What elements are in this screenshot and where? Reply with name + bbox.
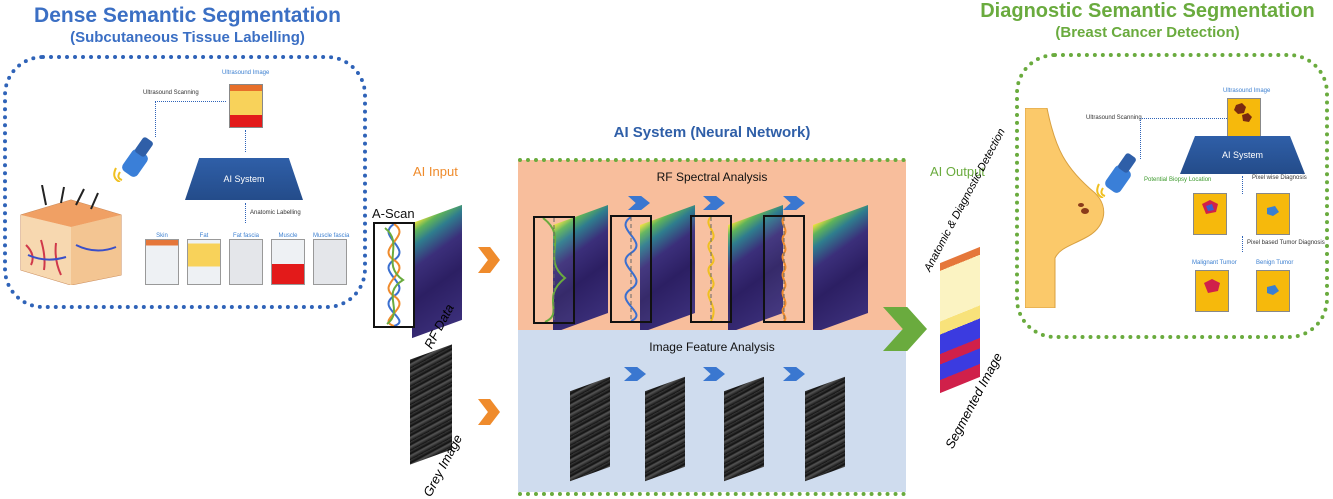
image-layer-3 bbox=[724, 376, 764, 482]
right-dashed-frame bbox=[1015, 53, 1329, 339]
breast-illustration bbox=[1024, 107, 1110, 309]
potential-biopsy-label: Potential Biopsy Location bbox=[1144, 177, 1212, 183]
ultrasound-probe-icon bbox=[112, 132, 162, 183]
rf-flow-arrow-1 bbox=[628, 196, 650, 210]
right-ultrasound-image-label: Ultrasound Image bbox=[1223, 88, 1271, 94]
rf-wave-box-1 bbox=[533, 216, 575, 324]
pixel-based-label: Pixel based Tumor Diagnosis bbox=[1247, 240, 1325, 246]
left-ultrasound-scanning-label: Ultrasound Scanning bbox=[143, 90, 199, 96]
malignant-image bbox=[1195, 270, 1229, 312]
left-dashed-frame bbox=[3, 55, 367, 309]
right-ultrasound-image bbox=[1227, 98, 1261, 142]
right-probe-icon bbox=[1095, 148, 1145, 199]
label-card-muscle-fascia: Muscle fascia bbox=[313, 233, 350, 285]
right-ultrasound-scanning-label: Ultrasound Scanning bbox=[1086, 115, 1142, 121]
label-card-muscle-fascia-text: Muscle fascia bbox=[313, 233, 350, 239]
pixel-wise-image bbox=[1256, 193, 1290, 235]
skin-tissue-illustration bbox=[16, 184, 126, 286]
right-arrow-down-2 bbox=[1242, 176, 1243, 194]
left-arrow-down-1 bbox=[245, 130, 246, 152]
label-card-fat-image bbox=[187, 239, 221, 285]
image-flow-arrow-1 bbox=[624, 367, 646, 381]
segmented-image bbox=[940, 246, 980, 394]
right-title: Diagnostic Semantic Segmentation bbox=[980, 0, 1315, 22]
left-ultrasound-image bbox=[229, 84, 263, 128]
detection-label: Anatomic & Diagnostic Detection bbox=[922, 126, 1008, 274]
right-subtitle: (Breast Cancer Detection) bbox=[1055, 24, 1240, 41]
image-panel-title: Image Feature Analysis bbox=[649, 340, 775, 354]
rf-wave-box-3 bbox=[690, 215, 732, 323]
scan-path-arrow bbox=[155, 101, 226, 137]
left-ai-system: AI System bbox=[185, 158, 303, 200]
left-ultrasound-image-label: Ultrasound Image bbox=[222, 70, 270, 76]
label-card-muscle: Muscle bbox=[271, 233, 305, 285]
label-card-fat-fascia-text: Fat fascia bbox=[232, 233, 259, 239]
benign-label: Benign Tumor bbox=[1256, 260, 1294, 266]
left-subtitle: (Subcutaneous Tissue Labelling) bbox=[70, 29, 305, 46]
rf-layer-4 bbox=[813, 204, 868, 334]
label-card-muscle-text: Muscle bbox=[278, 233, 298, 239]
bottom-dotted-line bbox=[518, 492, 906, 496]
rf-flow-arrow-3 bbox=[783, 196, 805, 210]
ai-output-label: AI Output bbox=[930, 164, 985, 179]
a-scan-waveform bbox=[373, 222, 415, 328]
left-arrow-down-2 bbox=[245, 203, 246, 223]
label-card-muscle-fascia-image bbox=[313, 239, 347, 285]
right-scan-path-arrow bbox=[1140, 118, 1227, 159]
anatomic-labelling-label: Anatomic Labelling bbox=[250, 210, 301, 216]
label-card-skin-text: Skin bbox=[156, 233, 168, 239]
label-card-fat-fascia: Fat fascia bbox=[229, 233, 263, 285]
image-layer-2 bbox=[645, 376, 685, 482]
image-layer-4 bbox=[805, 376, 845, 482]
ai-input-label: AI Input bbox=[413, 164, 458, 179]
pixel-wise-label: Pixel wise Diagnosis bbox=[1252, 175, 1307, 181]
label-card-muscle-image bbox=[271, 239, 305, 285]
right-ai-system: AI System bbox=[1180, 136, 1305, 174]
benign-image bbox=[1256, 270, 1290, 312]
image-flow-arrow-2 bbox=[703, 367, 725, 381]
a-scan-label: A-Scan bbox=[372, 206, 415, 221]
label-card-skin: Skin bbox=[145, 233, 179, 285]
image-layer-1 bbox=[570, 376, 610, 482]
image-flow-arrow-3 bbox=[783, 367, 805, 381]
label-card-skin-image bbox=[145, 239, 179, 285]
center-title: AI System (Neural Network) bbox=[613, 124, 811, 141]
rf-flow-arrow-2 bbox=[703, 196, 725, 210]
left-title: Dense Semantic Segmentation bbox=[34, 4, 341, 27]
grey-input-arrow-icon bbox=[478, 399, 500, 425]
label-card-fat: Fat bbox=[187, 233, 221, 285]
right-arrow-down-3 bbox=[1242, 236, 1243, 252]
label-card-fat-fascia-image bbox=[229, 239, 263, 285]
rf-wave-box-4 bbox=[763, 215, 805, 323]
top-dotted-line bbox=[518, 158, 906, 162]
rf-panel-title: RF Spectral Analysis bbox=[656, 170, 768, 184]
rf-wave-box-2 bbox=[610, 215, 652, 323]
rf-input-arrow-icon bbox=[478, 247, 500, 273]
malignant-label: Malignant Tumor bbox=[1192, 260, 1237, 266]
biopsy-image bbox=[1193, 193, 1227, 235]
label-card-fat-text: Fat bbox=[199, 233, 209, 239]
